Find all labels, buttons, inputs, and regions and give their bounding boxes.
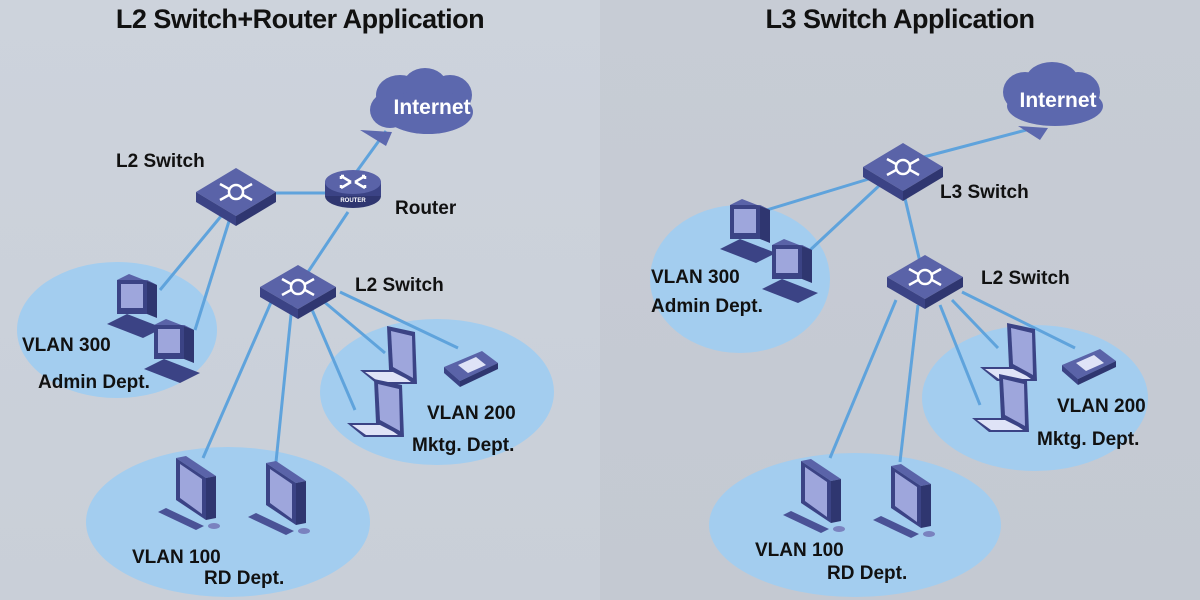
link-router-midswitch xyxy=(306,211,350,273)
vlan-300-label: VLAN 300 xyxy=(651,267,740,288)
right-topology: Internet L3 Switch L2 Switch xyxy=(650,62,1148,597)
laptop-icon xyxy=(980,323,1037,381)
internet-cloud-icon: Internet xyxy=(1003,62,1103,140)
admin-dept-label: Admin Dept. xyxy=(651,296,763,317)
network-switch-icon xyxy=(863,143,943,201)
left-links xyxy=(158,130,459,463)
lcd-desktop-icon xyxy=(783,459,845,533)
link-midswitch-phone xyxy=(339,290,459,350)
admin-dept-label: Admin Dept. xyxy=(38,372,150,393)
link-l3switch-admin-pc1 xyxy=(759,176,873,214)
vlan-100-label: VLAN 100 xyxy=(132,547,221,568)
left-panel-title: L2 Switch+Router Application xyxy=(115,4,485,34)
crt-computer-icon xyxy=(720,199,776,263)
network-switch-icon xyxy=(887,255,963,309)
left-topology: Internet ROUTER Router xyxy=(17,68,554,597)
link-midswitch-laptop2 xyxy=(308,304,357,411)
link-midswitch-rd-pc2 xyxy=(274,304,294,463)
top-l2-switch-label: L2 Switch xyxy=(116,151,205,172)
lcd-desktop-icon xyxy=(248,461,310,535)
right-links xyxy=(759,127,1076,463)
link-midswitch-rd-pc1 xyxy=(201,299,274,459)
internet-cloud-icon: Internet xyxy=(360,68,473,146)
mktg-dept-label: Mktg. Dept. xyxy=(1037,429,1139,450)
ip-phone-icon xyxy=(444,351,498,387)
link-l3switch-admin-pc2 xyxy=(806,181,884,254)
lcd-desktop-icon xyxy=(158,456,220,530)
mid-l2-switch-label: L2 Switch xyxy=(355,275,444,296)
vlan-200-label: VLAN 200 xyxy=(427,403,516,424)
link-l2switch-rd-pc2 xyxy=(898,304,920,463)
left-internet-label: Internet xyxy=(393,96,470,119)
link-midswitch-laptop1 xyxy=(321,298,386,355)
l3-switch-label: L3 Switch xyxy=(940,182,1029,203)
network-switch-icon xyxy=(260,265,336,319)
router-badge: ROUTER xyxy=(340,198,366,204)
l2-router-panel: L2 Switch+Router Application xyxy=(0,0,600,600)
link-l2switch-phone xyxy=(961,290,1076,350)
link-l2switch-rd-pc1 xyxy=(828,299,898,459)
crt-computer-icon xyxy=(107,274,163,338)
vlan-300-label: VLAN 300 xyxy=(22,335,111,356)
link-internet-l3switch xyxy=(919,127,1031,160)
mktg-dept-label: Mktg. Dept. xyxy=(412,435,514,456)
laptop-icon xyxy=(347,379,404,437)
rd-dept-label: RD Dept. xyxy=(204,568,284,589)
router-label: Router xyxy=(395,198,457,219)
l3-switch-panel: L3 Switch Application xyxy=(600,0,1200,600)
ip-phone-icon xyxy=(1062,349,1116,385)
right-panel-title: L3 Switch Application xyxy=(765,4,1035,34)
rd-dept-label: RD Dept. xyxy=(827,563,907,584)
crt-computer-icon xyxy=(144,319,200,383)
link-topswitch-admin-pc1 xyxy=(158,214,224,291)
link-l2switch-laptop1 xyxy=(950,298,1000,350)
crt-computer-icon xyxy=(762,239,818,303)
network-switch-icon xyxy=(196,168,276,226)
router-icon: ROUTER xyxy=(325,170,381,208)
laptop-icon xyxy=(972,374,1029,432)
link-l3switch-l2switch xyxy=(901,189,922,263)
link-l2switch-laptop2 xyxy=(938,304,982,406)
link-topswitch-admin-pc2 xyxy=(193,217,232,331)
vlan-200-label: VLAN 200 xyxy=(1057,396,1146,417)
l2-switch-label: L2 Switch xyxy=(981,268,1070,289)
right-internet-label: Internet xyxy=(1019,89,1096,112)
vlan-100-label: VLAN 100 xyxy=(755,540,844,561)
lcd-desktop-icon xyxy=(873,464,935,538)
